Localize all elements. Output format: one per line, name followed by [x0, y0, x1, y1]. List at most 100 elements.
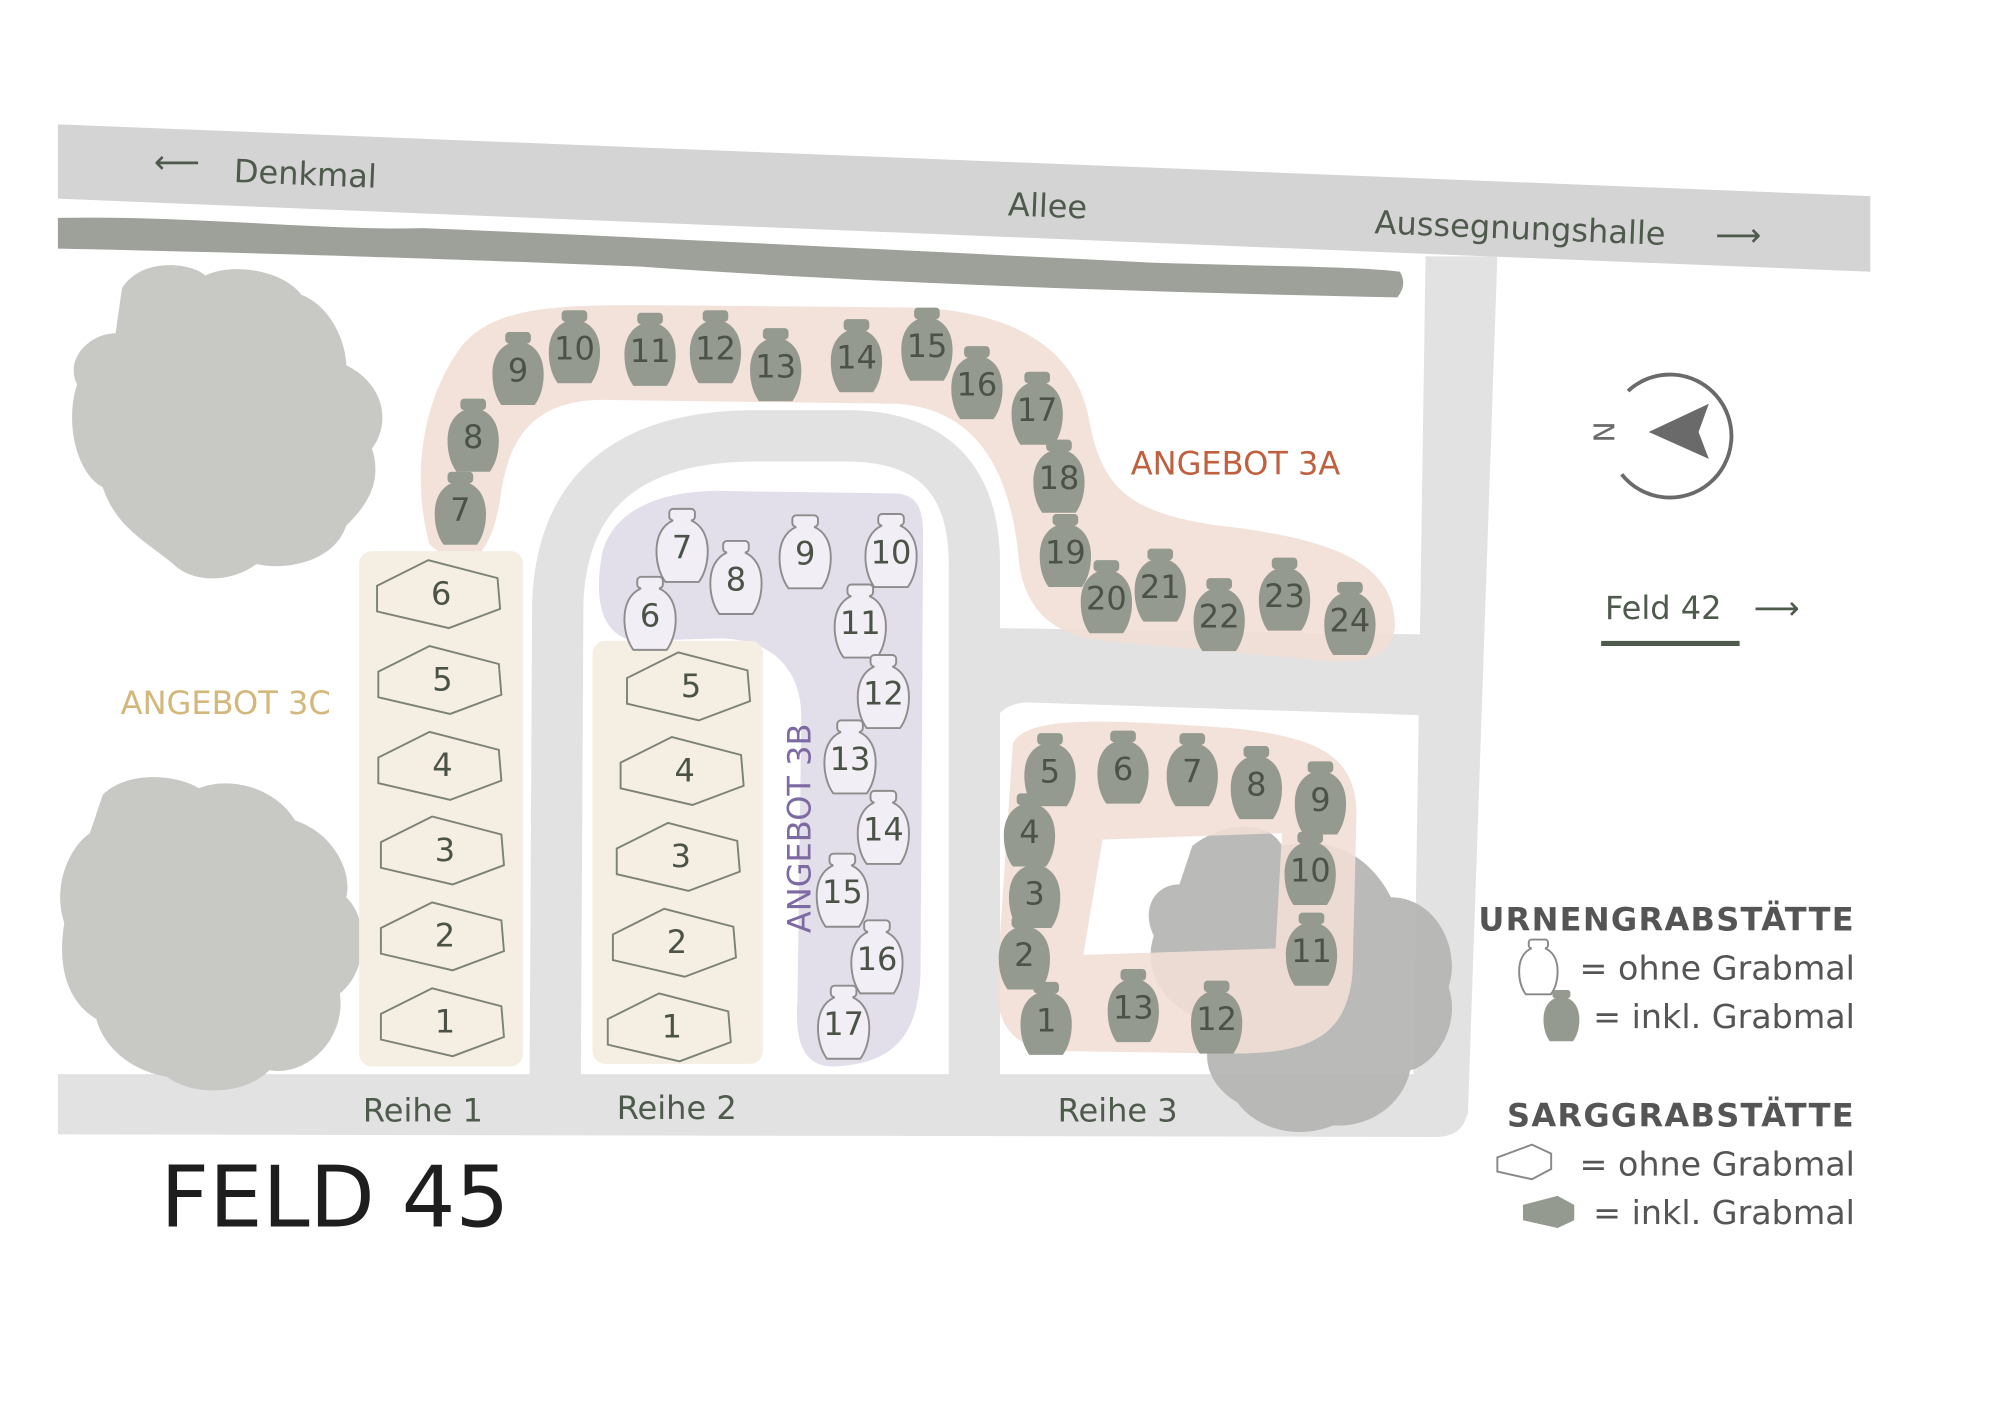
- urn-number: 8: [726, 560, 746, 598]
- urn-number: 4: [1019, 813, 1039, 851]
- urn-number: 13: [1113, 988, 1154, 1026]
- urn-number: 16: [857, 940, 898, 978]
- coffin-number: 1: [435, 1003, 455, 1041]
- arrow-right-icon: ⟶: [1754, 589, 1800, 627]
- urn-plot[interactable]: 9: [492, 331, 544, 406]
- urn-plot[interactable]: 5: [1024, 733, 1076, 807]
- urn-number: 20: [1086, 580, 1127, 618]
- urn-number: 5: [1040, 753, 1060, 791]
- urn-plot[interactable]: 15: [901, 307, 953, 381]
- urn-plot[interactable]: 23: [1258, 557, 1311, 631]
- coffin-number: 1: [662, 1008, 682, 1046]
- allee-road: [57, 124, 1871, 272]
- urn-plot[interactable]: 18: [1033, 439, 1085, 513]
- urn-plot[interactable]: 1: [1020, 981, 1072, 1055]
- urn-plot[interactable]: 10: [1284, 831, 1336, 905]
- coffin-plot[interactable]: 5: [377, 645, 503, 715]
- urn-plot[interactable]: 11: [833, 583, 887, 659]
- urn-plot[interactable]: 17: [1011, 371, 1063, 445]
- urn-number: 10: [1290, 851, 1331, 889]
- urn-number: 3: [1024, 874, 1044, 912]
- urn-plot[interactable]: 7: [434, 471, 487, 545]
- urn-plot[interactable]: 6: [623, 575, 677, 651]
- urn-number: 21: [1140, 568, 1181, 606]
- legend-urn-heading: URNENGRABSTÄTTE: [1478, 901, 1855, 939]
- coffin-plot[interactable]: 2: [379, 901, 505, 972]
- urn-plot[interactable]: 13: [823, 719, 877, 795]
- urn-plot[interactable]: 16: [951, 346, 1003, 420]
- urn-plot[interactable]: 12: [689, 310, 742, 384]
- urn-number: 9: [795, 535, 815, 573]
- allee-label: Allee: [1007, 185, 1088, 226]
- coffin-plot[interactable]: 4: [377, 730, 503, 801]
- urn-plot[interactable]: 14: [830, 319, 883, 393]
- urn-plot[interactable]: 4: [1003, 793, 1056, 867]
- urn-plot[interactable]: 21: [1134, 548, 1186, 622]
- coffin-plot[interactable]: 3: [379, 815, 505, 886]
- urn-plot[interactable]: 22: [1193, 578, 1245, 652]
- coffin-plot[interactable]: 5: [626, 651, 752, 722]
- urn-plot[interactable]: 16: [850, 919, 904, 995]
- urn-plot[interactable]: 7: [655, 507, 709, 583]
- urn-number: 18: [1039, 459, 1080, 497]
- urn-number: 9: [508, 351, 528, 389]
- urn-number: 13: [830, 740, 871, 778]
- urn-plot[interactable]: 11: [624, 312, 676, 386]
- urn-plot[interactable]: 17: [817, 984, 871, 1060]
- legend-coffin-with: = inkl. Grabmal: [1593, 1193, 1855, 1232]
- urn-plot[interactable]: 8: [709, 539, 763, 615]
- coffin-plot[interactable]: 6: [376, 559, 502, 630]
- urn-plot[interactable]: 2: [998, 916, 1050, 990]
- urn-number: 12: [1196, 1000, 1237, 1038]
- coffin-number: 4: [674, 751, 694, 789]
- urn-plot[interactable]: 15: [815, 852, 869, 928]
- urn-plot[interactable]: 13: [1107, 969, 1159, 1043]
- urn-plot[interactable]: 6: [1097, 730, 1149, 804]
- urn-plot[interactable]: 13: [750, 328, 802, 402]
- urn-number: 9: [1310, 781, 1330, 819]
- coffin-plot[interactable]: 1: [606, 992, 732, 1063]
- coffin-plot[interactable]: 3: [615, 821, 741, 892]
- urn-number: 12: [863, 674, 904, 712]
- coffin-plot[interactable]: 2: [611, 907, 737, 978]
- urn-number: 8: [463, 418, 483, 456]
- urn-plot[interactable]: 8: [1230, 746, 1282, 820]
- urn-plot[interactable]: 9: [778, 514, 832, 590]
- urn-number: 6: [1113, 750, 1133, 788]
- legend-urn-without: = ohne Grabmal: [1580, 948, 1855, 987]
- feld-42-underline: [1601, 640, 1740, 647]
- urn-empty-icon: [1518, 938, 1559, 996]
- compass-arrow-icon: [1648, 403, 1709, 459]
- urn-plot[interactable]: 14: [856, 789, 910, 865]
- urn-number: 23: [1264, 577, 1305, 615]
- urn-plot[interactable]: 20: [1080, 560, 1133, 634]
- side-road: [1412, 256, 1498, 1116]
- coffin-plot[interactable]: 1: [379, 987, 505, 1058]
- coffin-plot[interactable]: 4: [619, 736, 745, 806]
- tree: [72, 265, 383, 579]
- urn-plot[interactable]: 10: [864, 513, 918, 589]
- urn-plot[interactable]: 9: [1294, 761, 1347, 835]
- coffin-number: 2: [667, 923, 687, 961]
- urn-plot[interactable]: 8: [447, 398, 499, 472]
- urn-number: 14: [863, 810, 904, 848]
- compass-north-label: N: [1589, 421, 1622, 442]
- urn-number: 10: [554, 330, 595, 368]
- urn-plot[interactable]: 24: [1324, 581, 1376, 655]
- urn-plot[interactable]: 12: [1190, 980, 1243, 1054]
- urn-plot[interactable]: 12: [856, 654, 910, 730]
- urn-number: 16: [957, 366, 998, 404]
- field-title: FELD 45: [160, 1148, 509, 1247]
- feld-42-label[interactable]: Feld 42: [1605, 589, 1722, 627]
- legend-coffin-without: = ohne Grabmal: [1580, 1144, 1855, 1183]
- urn-number: 12: [695, 330, 736, 368]
- urn-plot[interactable]: 19: [1039, 513, 1092, 588]
- urn-plot[interactable]: 10: [548, 310, 601, 384]
- urn-number: 11: [840, 604, 881, 642]
- urn-number: 24: [1330, 601, 1371, 639]
- urn-plot[interactable]: 3: [1008, 854, 1061, 929]
- urn-plot[interactable]: 11: [1285, 912, 1338, 986]
- row-2-label: Reihe 2: [617, 1089, 737, 1127]
- tree: [60, 777, 363, 1091]
- urn-plot[interactable]: 7: [1166, 733, 1218, 807]
